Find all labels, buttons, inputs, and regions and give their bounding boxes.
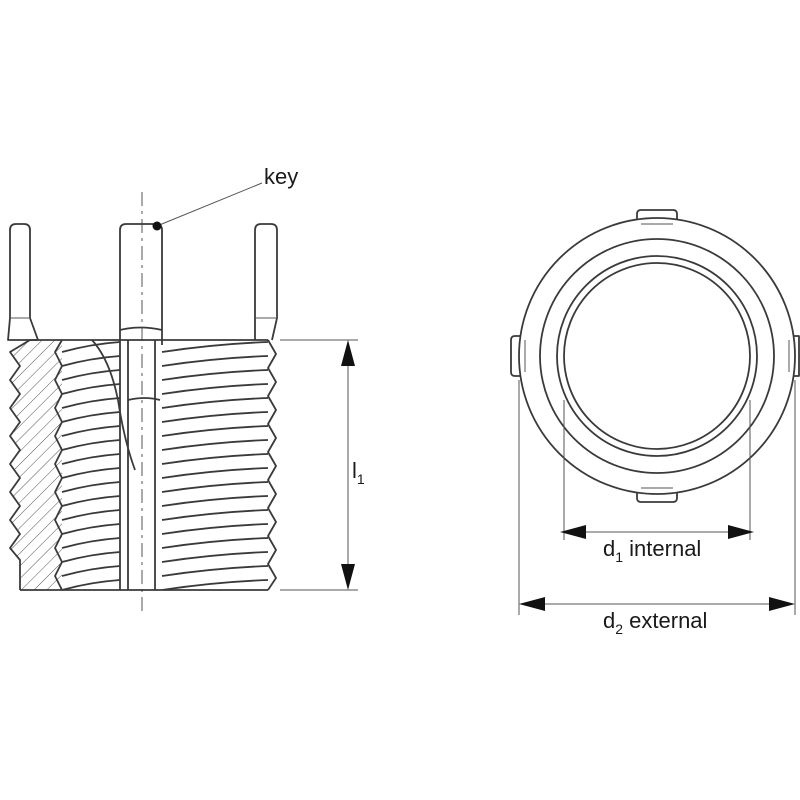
thread-crest-line — [61, 397, 121, 409]
thread-crest-line — [161, 467, 269, 479]
l1-label: l1 — [352, 458, 365, 487]
thread-crest-line — [161, 425, 269, 437]
d2-arrow-left — [519, 597, 545, 611]
thread-crest-line — [161, 439, 269, 451]
inner-bore-outer — [556, 255, 758, 457]
thread-crest-line — [61, 425, 121, 437]
middle-ring — [539, 238, 775, 474]
thread-crest-line — [61, 383, 121, 395]
thread-crest-line — [61, 439, 121, 451]
thread-crest-line — [61, 509, 121, 521]
thread-crest-line — [161, 397, 269, 409]
key-leader-line — [156, 182, 263, 227]
thread-crest-line — [161, 523, 269, 535]
threaded-body — [61, 341, 269, 590]
key-label: key — [264, 164, 298, 189]
thread-crest-line — [61, 453, 121, 465]
thread-crest-line — [61, 579, 121, 590]
thread-crest-line — [161, 551, 269, 563]
thread-crest-line — [61, 411, 121, 423]
inner-thread-profile — [54, 339, 63, 591]
left-prong — [7, 223, 39, 341]
right-prong — [254, 223, 278, 341]
thread-crest-line — [161, 565, 269, 577]
thread-crest-line — [61, 523, 121, 535]
side-view: key l1 — [7, 164, 365, 615]
d2-arrow-right — [769, 597, 795, 611]
outer-thread-profile — [9, 339, 31, 590]
d1-arrow-left — [560, 525, 586, 539]
key-prong — [119, 223, 163, 590]
hatched-wall-section — [9, 339, 63, 591]
thread-crest-line — [61, 551, 121, 563]
thread-crest-line — [161, 383, 269, 395]
key-leader-dot — [152, 221, 162, 231]
thread-crest-line — [161, 495, 269, 507]
thread-crest-line — [161, 411, 269, 423]
d1-arrow-right — [728, 525, 754, 539]
thread-crest-line — [61, 537, 121, 549]
thread-crest-line — [161, 537, 269, 549]
thread-crest-line — [61, 467, 121, 479]
outer-ring — [518, 217, 796, 495]
key-lug-top — [636, 209, 678, 220]
l1-arrow-top — [341, 340, 355, 366]
thread-crest-line — [161, 453, 269, 465]
top-view: d1 internal d2 external — [510, 209, 800, 637]
key-lug-left — [510, 335, 521, 377]
thread-crest-line — [61, 565, 121, 577]
thread-crest-line — [161, 509, 269, 521]
thread-crest-line — [161, 355, 269, 367]
thread-crest-line — [161, 369, 269, 381]
key-slot-curve — [91, 339, 136, 471]
thread-crest-line — [161, 481, 269, 493]
thread-crest-line — [161, 341, 269, 353]
thread-crest-line — [61, 341, 121, 353]
d1-label: d1 internal — [603, 536, 701, 565]
d2-label: d2 external — [603, 608, 707, 637]
thread-crest-line — [61, 355, 121, 367]
key-lug-right — [793, 335, 800, 377]
right-thread-profile — [267, 339, 277, 591]
thread-crest-line — [61, 369, 121, 381]
thread-crest-line — [61, 495, 121, 507]
thread-crest-line — [161, 579, 269, 590]
l1-arrow-bottom — [341, 564, 355, 590]
thread-crest-line — [61, 481, 121, 493]
inner-bore — [563, 262, 751, 450]
key-lug-bottom — [636, 492, 678, 503]
